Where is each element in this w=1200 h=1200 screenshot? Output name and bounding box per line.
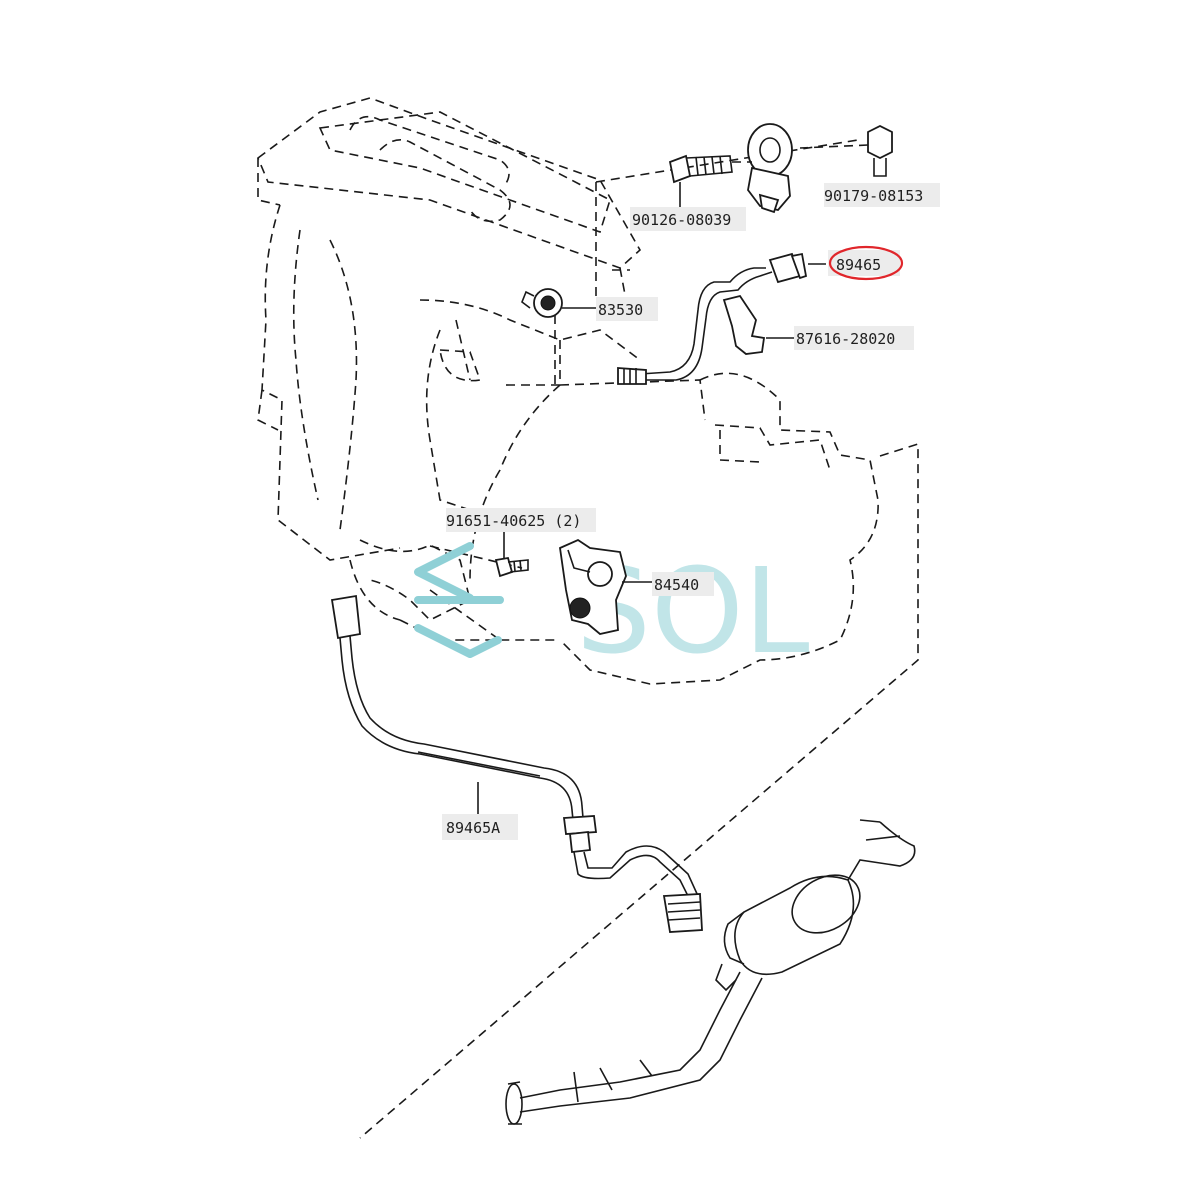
- label-89465: 89465: [836, 256, 881, 274]
- label-91651-40625: 91651-40625 (2): [446, 512, 581, 530]
- label-84540: 84540: [654, 576, 699, 594]
- knock-sensor: [747, 123, 793, 214]
- part-labels: 90179-08153 90126-08039 89465 83530 8761…: [442, 183, 940, 840]
- oil-pressure-switch-83530: [521, 288, 596, 318]
- label-87616-28020: 87616-28020: [796, 330, 895, 348]
- label-90179-08153: 90179-08153: [824, 187, 923, 205]
- watermark-logo-icon: [414, 542, 504, 658]
- highlight-circle-icon: [828, 245, 904, 281]
- stud-bolt-90126-08039: [668, 154, 752, 210]
- bolt-91651-40625: [494, 530, 529, 578]
- label-89465a: 89465A: [446, 819, 500, 837]
- catalytic-converter: [505, 819, 916, 1125]
- oxygen-sensor-89465: [617, 252, 826, 385]
- neutral-switch-84540: [559, 538, 654, 635]
- nut-90179-08153: [799, 124, 893, 177]
- clamp-87616-28020: [722, 294, 796, 355]
- label-90126-08039: 90126-08039: [632, 211, 731, 229]
- label-83530: 83530: [598, 301, 643, 319]
- oxygen-sensor-89465a: [330, 594, 703, 933]
